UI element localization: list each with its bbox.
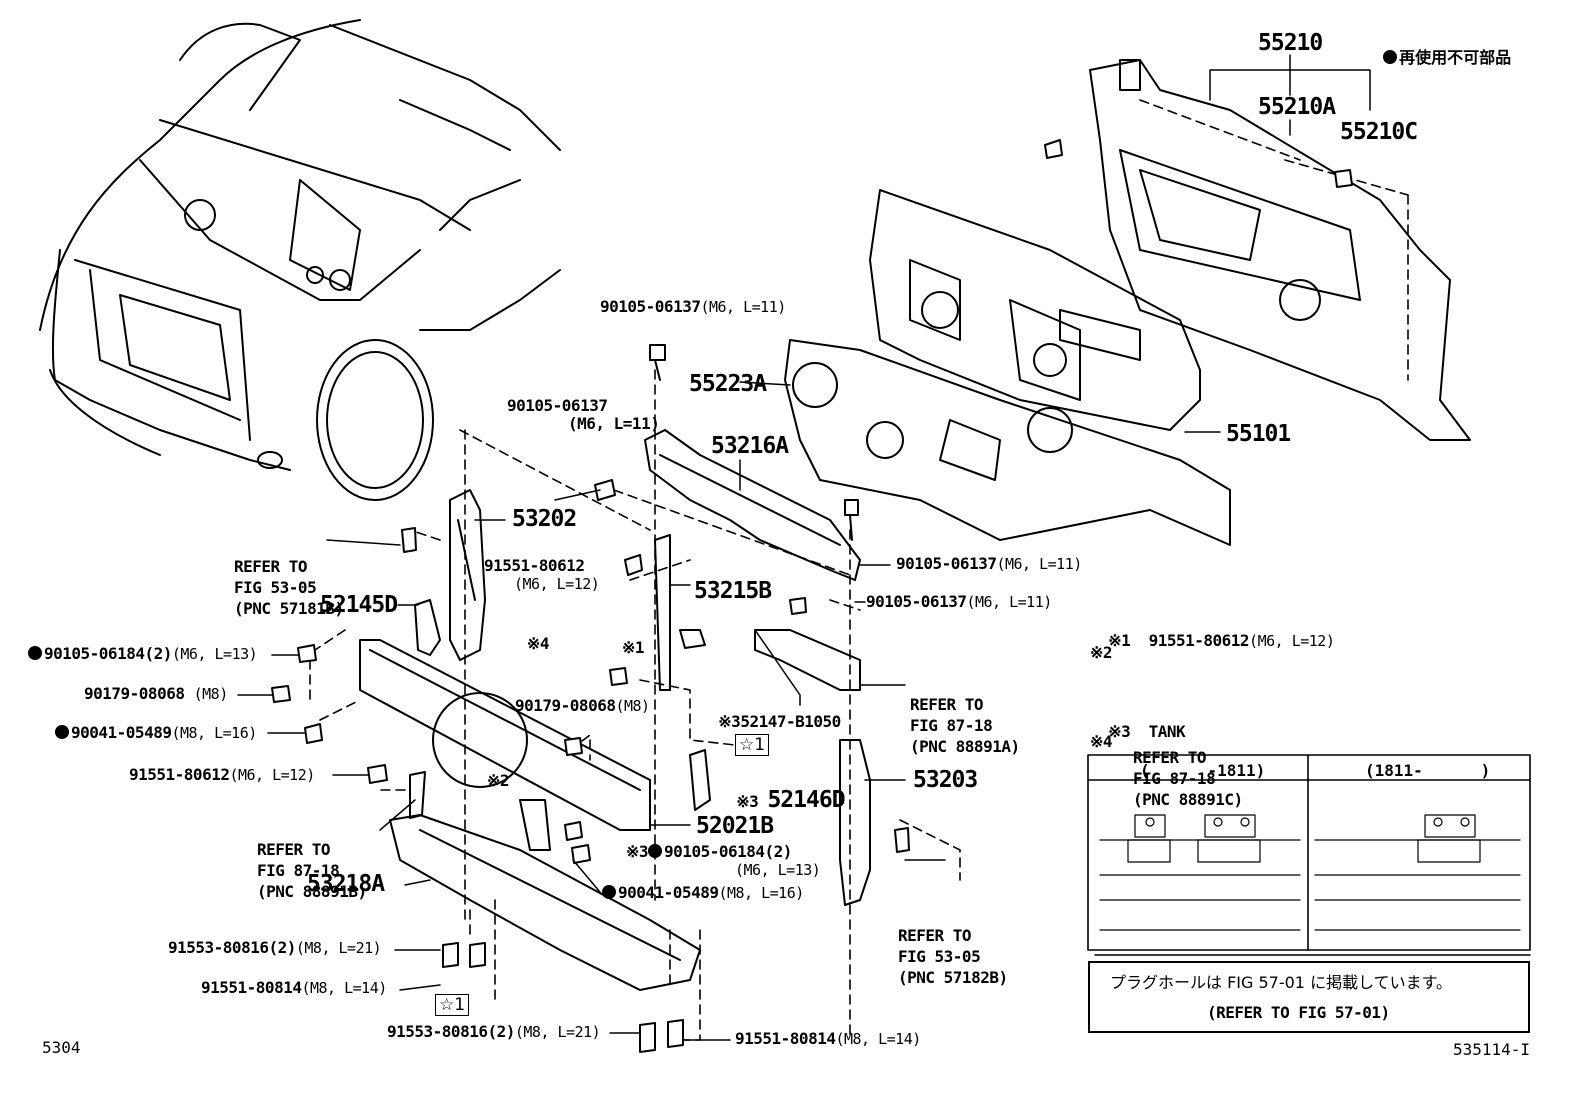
leader-lines (237, 54, 1531, 1041)
part-53215B[interactable]: 53215B (694, 578, 772, 604)
variant-table (1087, 754, 1531, 951)
fastener-90041-05489-b[interactable]: 90041-05489(M8, L=16) (602, 885, 804, 901)
mark-3: ※3 (718, 712, 741, 731)
part-53216A[interactable]: 53216A (711, 433, 789, 459)
fastener-91551-80612-b[interactable]: 91551-80612(M6, L=12) (129, 765, 315, 784)
cowl-structure (359, 59, 1141, 991)
fastener-right-2[interactable]: 90105-06137(M6, L=11) (866, 592, 1052, 611)
star-1-marker: ☆1 (735, 734, 770, 756)
plug-hole-note-jp: プラグホールは FIG 57-01 に掲載しています。 (1110, 973, 1452, 992)
fastener-right-1[interactable]: 90105-06137(M6, L=11) (896, 554, 1082, 573)
fastener-90179-08068-a[interactable]: 90179-08068 (M8) (84, 684, 228, 703)
diagram-id: 535114-I (1453, 1040, 1531, 1059)
part-55223A[interactable]: 55223A (689, 371, 767, 397)
plug-hole-note-en[interactable]: (REFER TO FIG 57-01) (1207, 1003, 1390, 1022)
fastener-90105-06184-b-spec: (M6, L=13) (735, 861, 821, 879)
fastener-left[interactable]: 90105-06137 (507, 396, 608, 415)
note-3: ※3 TANK (1108, 722, 1186, 741)
mark-2: ※2 (487, 771, 510, 790)
star-1-marker: ☆1 (435, 994, 470, 1016)
fastener-91553-80816-b[interactable]: 91553-80816(2)(M8, L=21) (387, 1022, 601, 1041)
fastener-top[interactable]: 90105-06137(M6, L=11) (600, 297, 786, 316)
fastener-left-spec: (M6, L=11) (568, 414, 660, 433)
assembly-dashed-lines (299, 99, 1409, 1041)
dash-panel-insulators (784, 59, 1471, 546)
part-53218A[interactable]: 53218A (307, 871, 385, 897)
vehicle-outline (39, 19, 561, 501)
note-4: ※4 (1090, 732, 1113, 751)
fastener-91551-80612-a-spec: (M6, L=12) (514, 575, 600, 593)
part-55210A[interactable]: 55210A (1258, 94, 1336, 120)
mark-3: ※3 (736, 792, 759, 811)
part-53202[interactable]: 53202 (512, 506, 577, 532)
table-col-before-1811: ( -1811) (1140, 761, 1266, 780)
mark-3: ※3 (626, 842, 649, 861)
legend-nonreusable: 再使用不可部品 (1372, 34, 1511, 66)
nonreusable-marker-icon (648, 844, 663, 858)
nonreusable-marker-icon (602, 885, 616, 899)
fastener-91551-80814-b[interactable]: 91551-80814(M8, L=14) (735, 1029, 921, 1048)
part-55101[interactable]: 55101 (1226, 421, 1291, 447)
fastener-90179-08068-b[interactable]: 90179-08068(M8) (515, 696, 650, 715)
nonreusable-marker-icon (1383, 50, 1398, 64)
figure-number: 5304 (42, 1038, 81, 1057)
fastener-91551-80612-a[interactable]: 91551-80612 (484, 556, 585, 575)
part-55210[interactable]: 55210 (1258, 30, 1323, 56)
nonreusable-marker-icon (55, 725, 69, 739)
part-52021B[interactable]: 52021B (696, 813, 774, 839)
part-53203[interactable]: 53203 (913, 767, 978, 793)
plug-hole-note-box (1088, 961, 1530, 1033)
fastener-90105-06184-a[interactable]: 90105-06184(2)(M6, L=13) (28, 646, 258, 662)
part-55210C[interactable]: 55210C (1340, 119, 1418, 145)
table-col-after-1811: (1811- ) (1365, 761, 1491, 780)
part-52145D[interactable]: 52145D (320, 592, 398, 618)
nonreusable-marker-icon (28, 646, 42, 660)
part-52147-B1050[interactable]: ※352147-B1050 (718, 712, 841, 731)
part-52146D[interactable]: ※3 52146D (736, 787, 845, 813)
mark-4: ※4 (527, 634, 550, 653)
fasteners-drawn (271, 139, 1353, 1053)
mark-1: ※1 (622, 638, 645, 657)
fastener-91553-80816-a[interactable]: 91553-80816(2)(M8, L=21) (168, 938, 382, 957)
fastener-91551-80814-a[interactable]: 91551-80814(M8, L=14) (201, 978, 387, 997)
fastener-90041-05489-a[interactable]: 90041-05489(M8, L=16) (55, 725, 257, 741)
note-1: ※1 91551-80612(M6, L=12) (1108, 631, 1335, 650)
